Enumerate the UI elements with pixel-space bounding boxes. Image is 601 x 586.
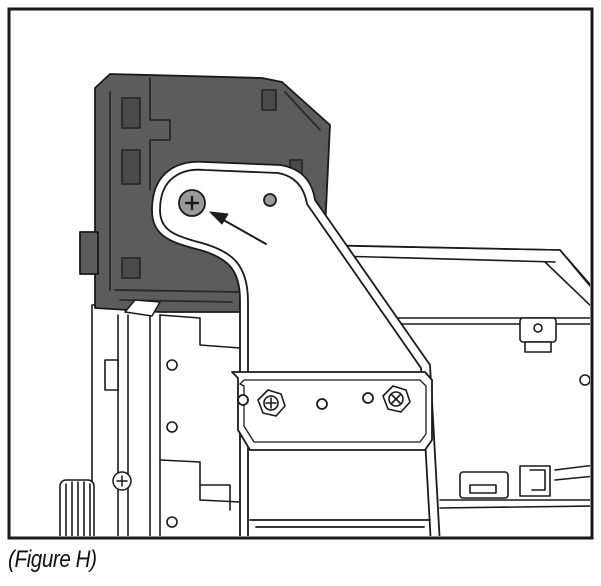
arrow-indicator <box>209 211 267 245</box>
hex-bolt-left <box>257 389 286 417</box>
installation-diagram <box>7 7 594 540</box>
figure-caption: (Figure H) <box>8 546 97 573</box>
front-screw <box>112 471 132 491</box>
knob <box>59 479 95 536</box>
hex-bolt-right <box>382 385 411 413</box>
mounting-bracket <box>151 160 441 536</box>
housing-clip <box>124 299 161 317</box>
radio-chassis-front <box>91 304 243 536</box>
screw-target <box>178 189 206 217</box>
